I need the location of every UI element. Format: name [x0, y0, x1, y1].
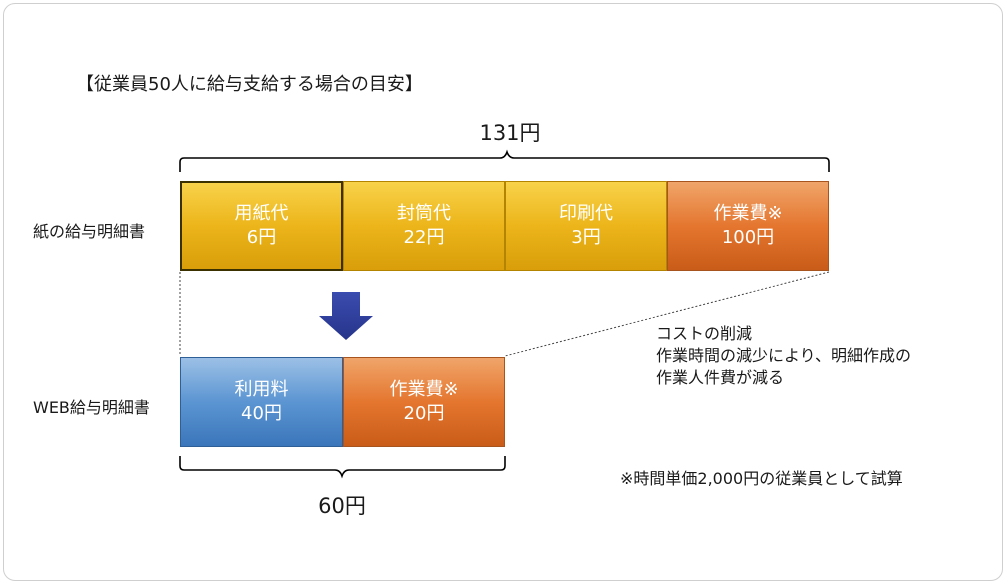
web-total: 60円	[318, 494, 366, 518]
segment-name: 印刷代	[559, 203, 613, 224]
cost-note-line: 作業時間の減少により、明細作成の	[656, 346, 912, 365]
segment-name: 作業費※	[389, 379, 459, 400]
segment-name: 封筒代	[397, 203, 451, 224]
down-arrow-icon	[319, 292, 373, 340]
cost-note-line: 作業人件費が減る	[656, 368, 785, 387]
web-segment-labor: 作業費※ 20円	[343, 357, 505, 447]
paper-segment-envelope: 封筒代 22円	[343, 181, 505, 271]
segment-name: 利用料	[234, 379, 289, 400]
paper-segment-paper: 用紙代 6円	[180, 181, 343, 271]
diagram-frame	[3, 3, 1003, 581]
footnote: ※時間単価2,000円の従業員として試算	[620, 469, 903, 488]
web-total-brace	[179, 456, 506, 479]
segment-name: 作業費※	[713, 203, 783, 224]
paper-segment-printing: 印刷代 3円	[505, 181, 667, 271]
segment-cost: 6円	[246, 227, 277, 248]
segment-cost: 22円	[403, 227, 445, 248]
paper-total-brace	[179, 149, 830, 172]
right-dotted-connector	[504, 271, 830, 357]
web-segment-usage-fee: 利用料 40円	[180, 357, 343, 447]
segment-cost: 100円	[721, 227, 775, 248]
diagram-title: 【従業員50人に給与支給する場合の目安】	[76, 74, 423, 95]
segment-cost: 20円	[403, 403, 445, 424]
segment-name: 用紙代	[234, 203, 289, 224]
paper-row-label: 紙の給与明細書	[33, 222, 146, 241]
cost-note-line: コストの削減	[656, 324, 753, 343]
paper-segment-labor: 作業費※ 100円	[667, 181, 829, 271]
segment-cost: 40円	[241, 403, 282, 424]
paper-total: 131円	[479, 121, 541, 145]
segment-cost: 3円	[571, 227, 601, 248]
cost-reduction-note: コストの削減 作業時間の減少により、明細作成の 作業人件費が減る	[656, 323, 911, 389]
web-row-label: WEB給与明細書	[33, 398, 150, 417]
